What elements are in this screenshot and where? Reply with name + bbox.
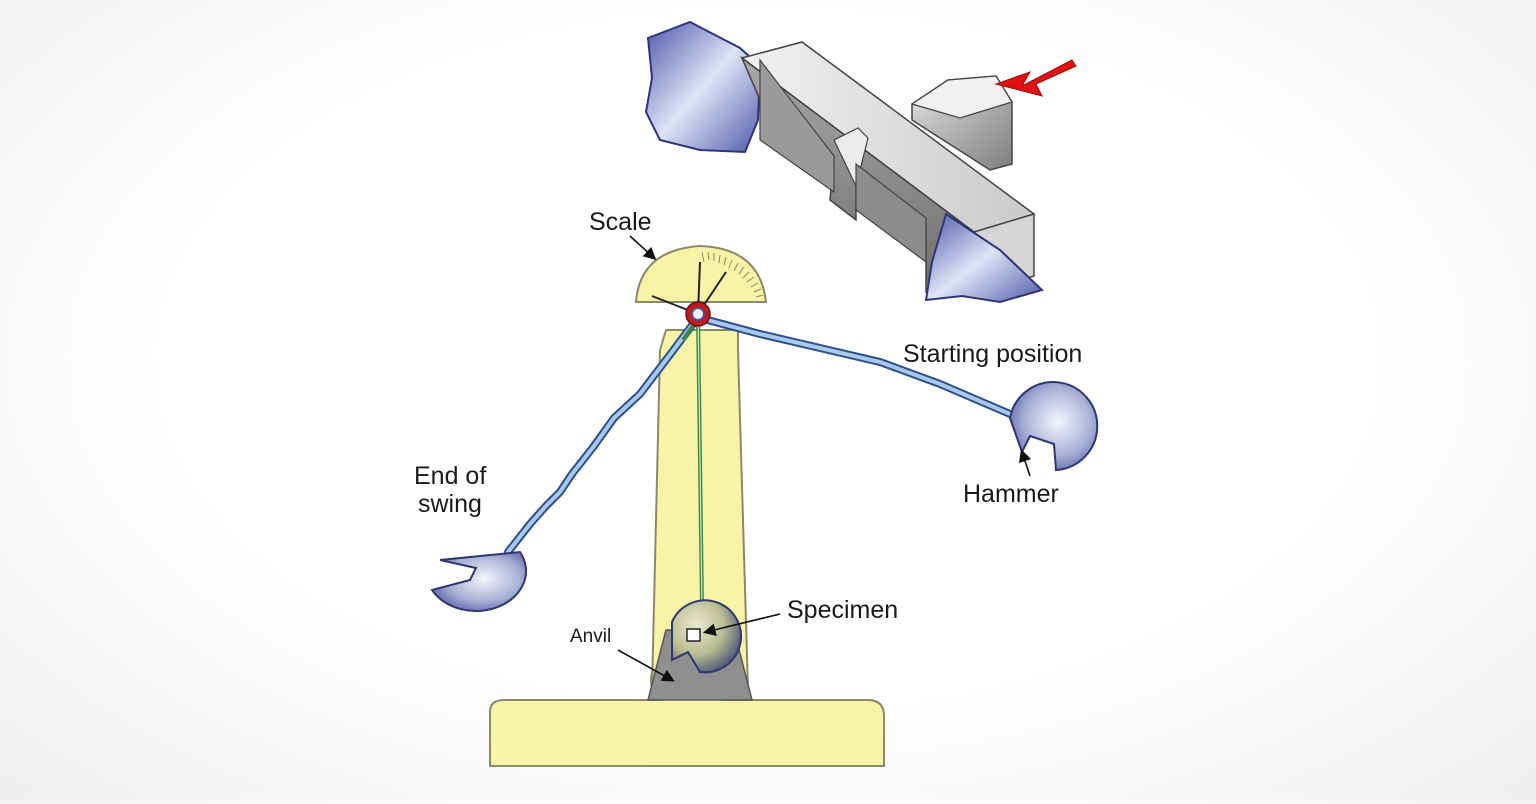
bar-lower-face <box>759 58 835 194</box>
label-scale: Scale <box>589 208 652 236</box>
scale-dial <box>634 244 768 303</box>
impact-arrow-icon <box>994 59 1077 97</box>
arm-starting-inner <box>698 316 1012 416</box>
hammer-start <box>1008 381 1099 472</box>
labels: Scale Starting position End of swing Ham… <box>414 208 1082 682</box>
label-hammer: Hammer <box>963 480 1059 508</box>
left-support-block <box>644 20 762 154</box>
label-anvil: Anvil <box>570 626 611 647</box>
pointer-scale <box>629 235 657 261</box>
arm-end-swing-inner <box>506 318 698 554</box>
label-starting-position: Starting position <box>903 340 1082 368</box>
hammer-end <box>430 550 527 612</box>
label-specimen: Specimen <box>787 596 898 624</box>
pointer-anvil <box>617 649 675 682</box>
scale-ticks <box>701 251 764 298</box>
pendulum-rest-line-highlight <box>697 313 703 607</box>
label-end-of-swing-1: End of <box>414 462 486 490</box>
right-support-block <box>924 212 1044 304</box>
specimen-3d-illustration <box>644 20 1077 304</box>
striker-top <box>910 75 1013 119</box>
hammer-rest <box>671 599 742 674</box>
pointer-specimen <box>702 613 781 636</box>
pendulum-machine <box>430 244 1099 767</box>
label-end-of-swing-2: swing <box>418 490 482 518</box>
pointer-hammer <box>1018 448 1032 477</box>
bar-lower-face-2 <box>855 162 927 264</box>
specimen-square <box>686 628 701 642</box>
pivot-inner <box>691 307 705 321</box>
